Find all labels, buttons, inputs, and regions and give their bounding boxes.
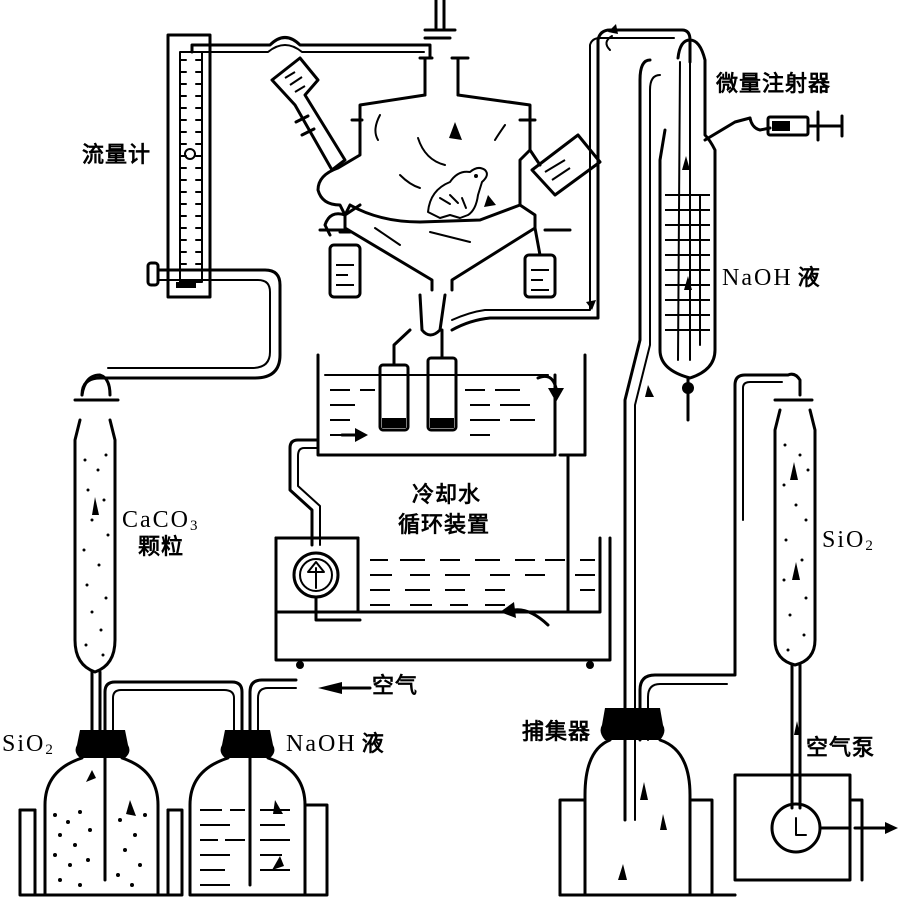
- reagent-cup-right: [528, 133, 602, 197]
- cooling-label-line1: 冷却水: [412, 483, 482, 508]
- flow-arrow: [645, 385, 654, 397]
- outlet-pipe: [418, 24, 692, 337]
- sio2-left-main: SiO: [2, 731, 46, 757]
- flow-arrow: [484, 195, 496, 207]
- air-inlet-pipe: [103, 678, 372, 742]
- flow-arrow: [618, 864, 627, 880]
- cooling-label-line2: 循环装置: [398, 513, 491, 538]
- flow-arrow: [272, 856, 284, 870]
- naoh-bottom-label: NaOH 液: [286, 732, 385, 756]
- flow-arrow: [86, 770, 96, 782]
- flow-arrow: [684, 276, 692, 290]
- microsyringe: [703, 110, 844, 142]
- sio2-left-formula: SiO2: [2, 731, 55, 758]
- reaction-chamber: [316, 0, 572, 299]
- flowmeter-float: [184, 148, 196, 160]
- collector-bottle: [558, 518, 737, 897]
- caco3-formula-sub: 3: [190, 518, 200, 534]
- naoh-top-label: NaOH 液: [722, 266, 821, 290]
- flow-arrow: [273, 800, 283, 814]
- air-inlet-label: 空气: [372, 674, 419, 699]
- air-inlet-arrow: [318, 682, 372, 694]
- caco3-formula-main: CaCO: [122, 507, 190, 533]
- flow-arrow: [500, 602, 516, 618]
- flow-arrow: [548, 388, 564, 402]
- flow-arrow: [682, 156, 690, 170]
- flowmeter-valve[interactable]: [146, 261, 160, 287]
- flow-arrow: [92, 497, 99, 515]
- sio2-right-sub: 2: [865, 538, 875, 554]
- flow-arrow: [660, 814, 667, 830]
- flow-arrow: [355, 428, 368, 442]
- flow-arrow: [126, 800, 136, 816]
- flowmeter-scale: [179, 59, 203, 265]
- microsyringe-label: 微量注射器: [716, 72, 832, 97]
- caco3-formula: CaCO3: [122, 507, 200, 534]
- flow-arrow: [512, 608, 550, 627]
- sio2-right-main: SiO: [822, 527, 866, 553]
- flow-arrow: [608, 24, 618, 34]
- reagent-tube-left: [270, 56, 347, 172]
- flow-arrow: [586, 300, 596, 310]
- sio2-right-formula: SiO2: [822, 527, 875, 554]
- sio2-left-sub: 2: [45, 742, 55, 758]
- flow-arrow: [790, 462, 798, 480]
- naoh-top-formula: NaOH: [722, 265, 793, 291]
- naoh-bottom-formula: NaOH: [286, 731, 357, 757]
- circulation-pump[interactable]: [274, 536, 362, 622]
- air-pump[interactable]: [710, 773, 898, 897]
- caco3-column: [73, 373, 120, 732]
- flowmeter: [80, 33, 432, 397]
- naoh-bottom-suffix: 液: [361, 732, 385, 757]
- caco3-granules-label: 颗粒: [138, 535, 185, 560]
- flow-arrow: [792, 562, 800, 580]
- sio2-right-label: SiO2: [822, 528, 875, 554]
- flow-arrow: [536, 374, 558, 390]
- air-pump-label: 空气泵: [806, 736, 876, 761]
- flow-arrow: [794, 721, 800, 735]
- naoh-bottle: [166, 730, 329, 897]
- collector-label: 捕集器: [522, 720, 592, 745]
- sio2-bottle: [18, 730, 184, 897]
- sio2-left-label: SiO2: [2, 732, 55, 758]
- sio2-column: [733, 372, 817, 810]
- naoh-absorber-column: [623, 38, 717, 822]
- flow-arrow: [449, 122, 462, 140]
- naoh-top-suffix: 液: [797, 266, 821, 291]
- animal-subject: [427, 166, 488, 219]
- flowmeter-label: 流量计: [82, 143, 152, 168]
- caco3-label: CaCO3: [122, 508, 200, 534]
- flow-arrow: [640, 782, 648, 800]
- left-sample-vial: [328, 243, 362, 299]
